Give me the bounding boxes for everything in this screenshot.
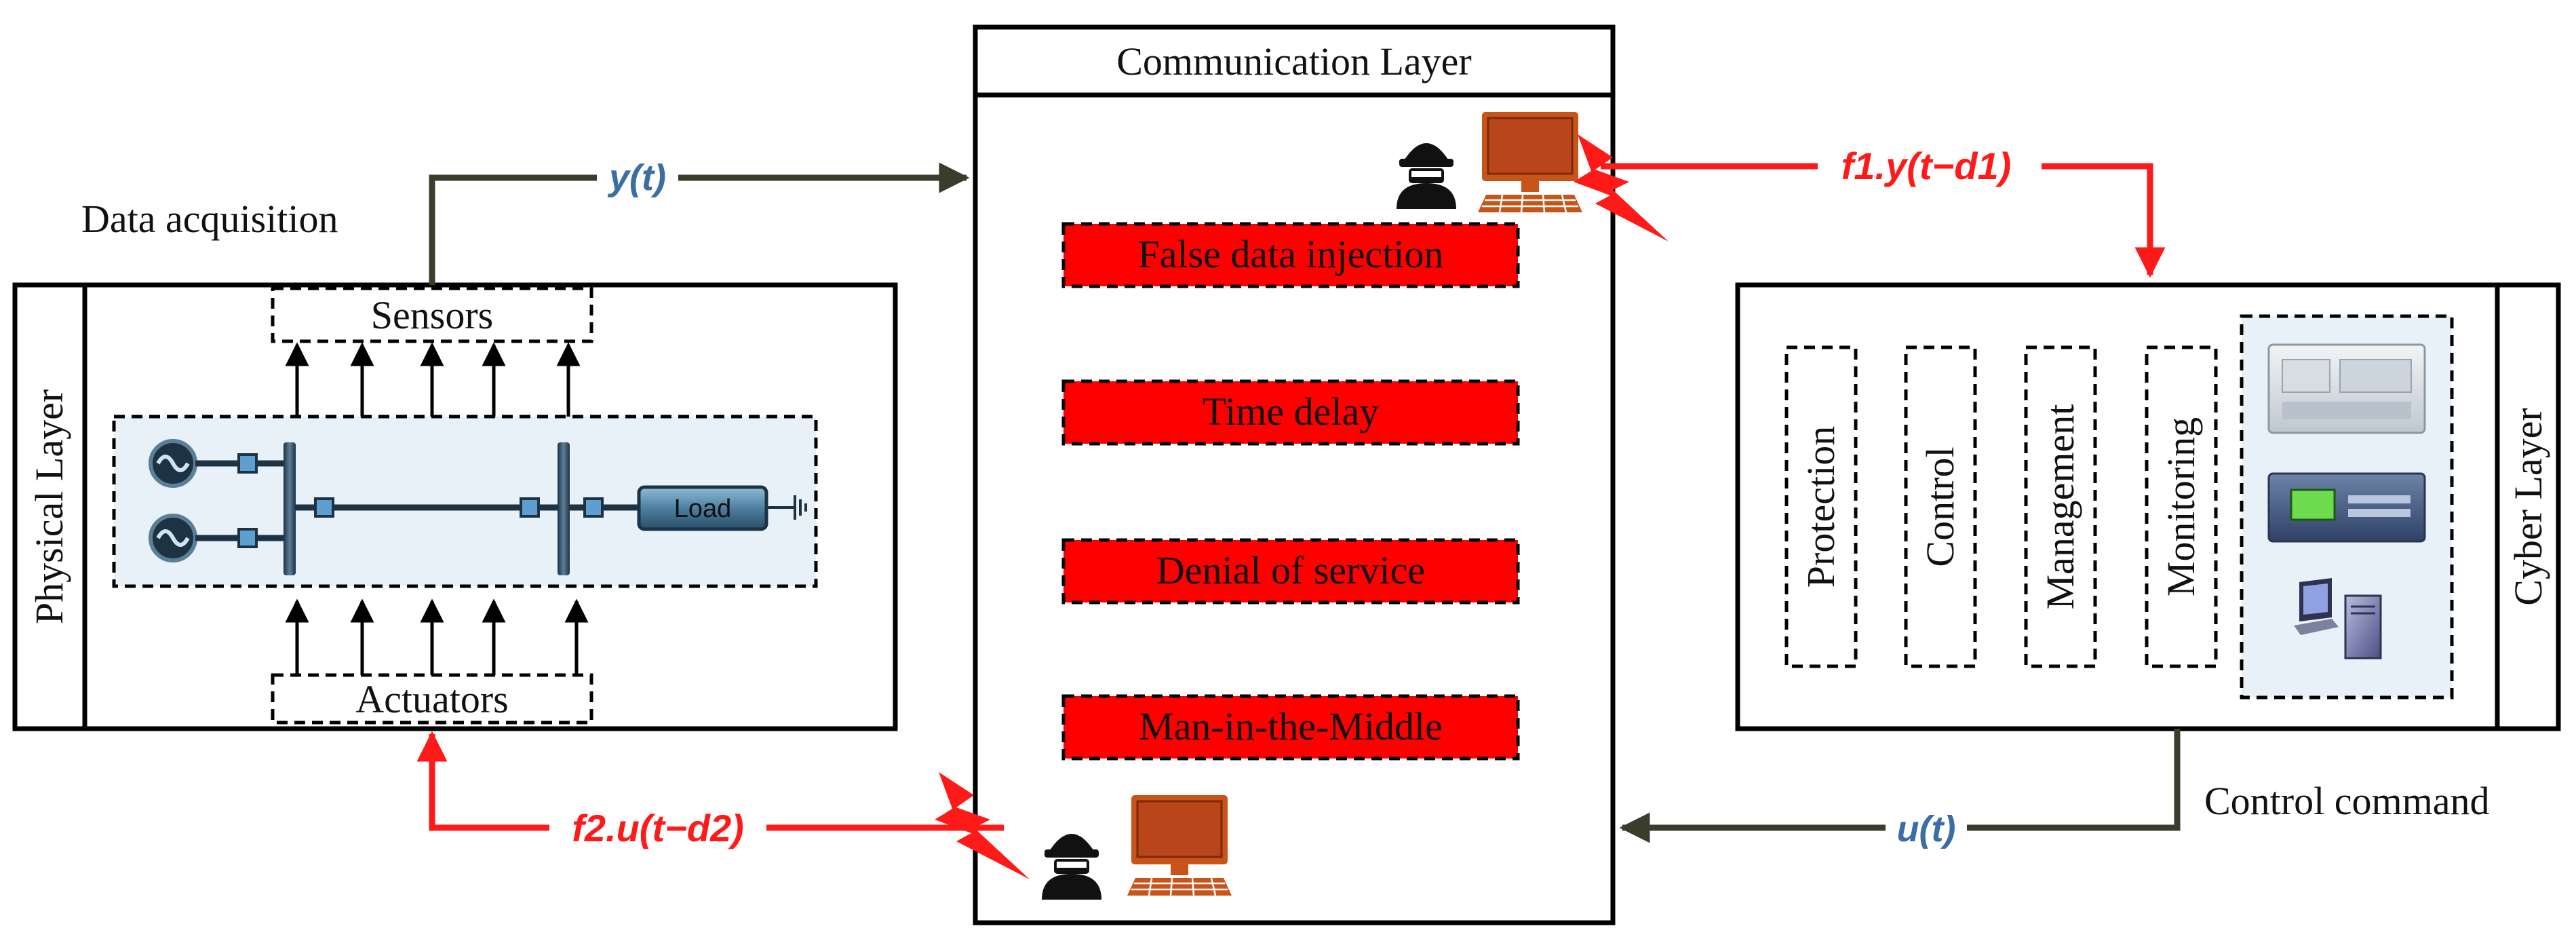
hacker-icon	[1042, 834, 1101, 900]
attack-denial-of-service: Denial of service	[1061, 538, 1520, 605]
lightning-bolt-icon	[935, 772, 1030, 879]
function-monitoring: Monitoring	[2145, 345, 2218, 668]
measurement-signal-label: y(t)	[607, 157, 666, 198]
attacked-control-arrow: f2.u(t−d2)	[416, 731, 1004, 851]
actuator-arrows	[285, 598, 589, 675]
control-signal-label: u(t)	[1897, 809, 1956, 849]
control-command-label: Control command	[2204, 779, 2489, 823]
devices-panel	[2240, 314, 2454, 700]
attack-label: Denial of service	[1156, 548, 1425, 592]
attacked-measurement-label: f1.y(t−d1)	[1841, 145, 2012, 187]
sensors-box: Sensors	[271, 286, 593, 343]
load-label: Load	[674, 495, 732, 523]
busbar	[558, 442, 570, 575]
lightning-bolt-icon	[1574, 134, 1668, 242]
computer-icon	[1127, 795, 1232, 896]
function-label: Monitoring	[2159, 417, 2203, 596]
workstation-icon	[2294, 578, 2382, 659]
function-protection: Protection	[1784, 345, 1858, 668]
sensor-arrows	[285, 342, 581, 417]
breaker-icons	[237, 453, 604, 548]
attack-label: Man-in-the-Middle	[1139, 704, 1443, 748]
hacker-icon	[1397, 143, 1456, 209]
attack-label: Time delay	[1203, 389, 1379, 434]
power-circuit: Load	[149, 439, 807, 575]
computer-icon	[1478, 112, 1582, 213]
attack-man-in-the-middle: Man-in-the-Middle	[1061, 694, 1520, 761]
relay-device-icon	[2267, 472, 2426, 543]
communication-layer-title: Communication Layer	[1116, 39, 1471, 83]
load-box: Load	[637, 485, 768, 531]
attack-label: False data injection	[1138, 232, 1444, 276]
cyber-layer: Cyber Layer Protection Control Managemen…	[1735, 282, 2561, 823]
sensors-label: Sensors	[371, 293, 493, 337]
attacked-control-label: f2.u(t−d2)	[572, 807, 744, 849]
function-label: Protection	[1799, 426, 1843, 588]
attacked-measurement-arrow: f1.y(t−d1)	[1601, 141, 2166, 278]
communication-layer: Communication Layer False data injection…	[973, 24, 1616, 925]
control-arrow: u(t)	[1619, 729, 2181, 849]
measurement-arrow: y(t)	[429, 155, 970, 285]
ground-icon	[766, 495, 807, 520]
physical-layer-title: Physical Layer	[27, 389, 71, 624]
generator-icon	[149, 514, 197, 562]
generator-icon	[149, 439, 197, 488]
function-control: Control	[1904, 345, 1977, 668]
physical-layer: Physical Layer Sensors Actuators	[12, 197, 898, 731]
actuators-box: Actuators	[271, 673, 593, 725]
data-acquisition-label: Data acquisition	[81, 197, 338, 241]
cyber-layer-title: Cyber Layer	[2506, 408, 2550, 605]
function-label: Control	[1918, 446, 1962, 567]
attack-time-delay: Time delay	[1061, 379, 1520, 446]
attack-false-data-injection: False data injection	[1061, 222, 1520, 288]
control-panel-icon	[2267, 343, 2426, 434]
function-label: Management	[2038, 404, 2082, 610]
function-management: Management	[2024, 345, 2097, 668]
actuators-label: Actuators	[355, 677, 509, 721]
busbar	[284, 442, 296, 575]
